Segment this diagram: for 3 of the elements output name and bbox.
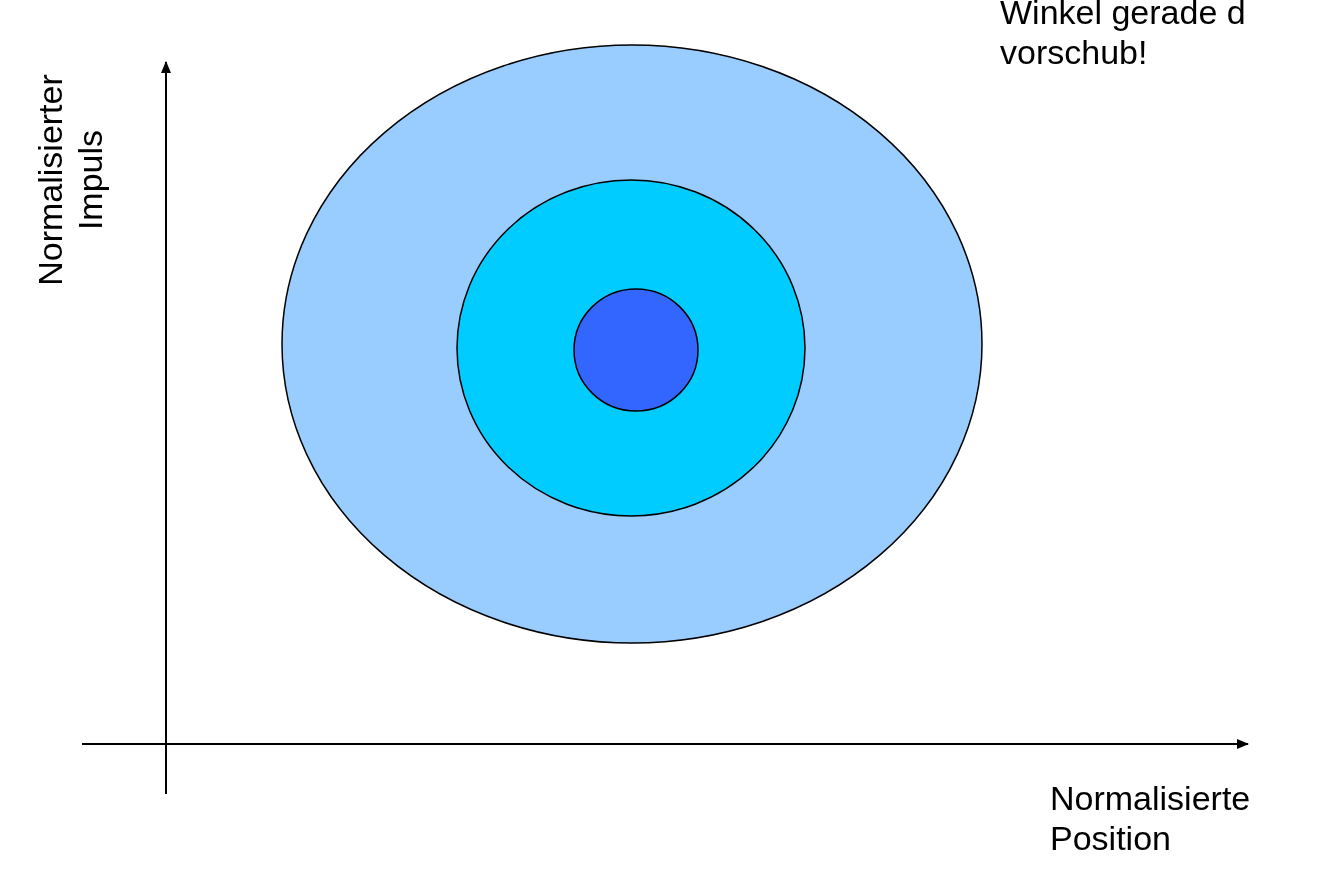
note-text: Winkel gerade d vorschub! bbox=[1000, 0, 1247, 72]
y-axis-label: Normalisierter Impuls bbox=[30, 73, 110, 288]
x-axis-label: Normalisierte Position bbox=[1050, 778, 1252, 858]
